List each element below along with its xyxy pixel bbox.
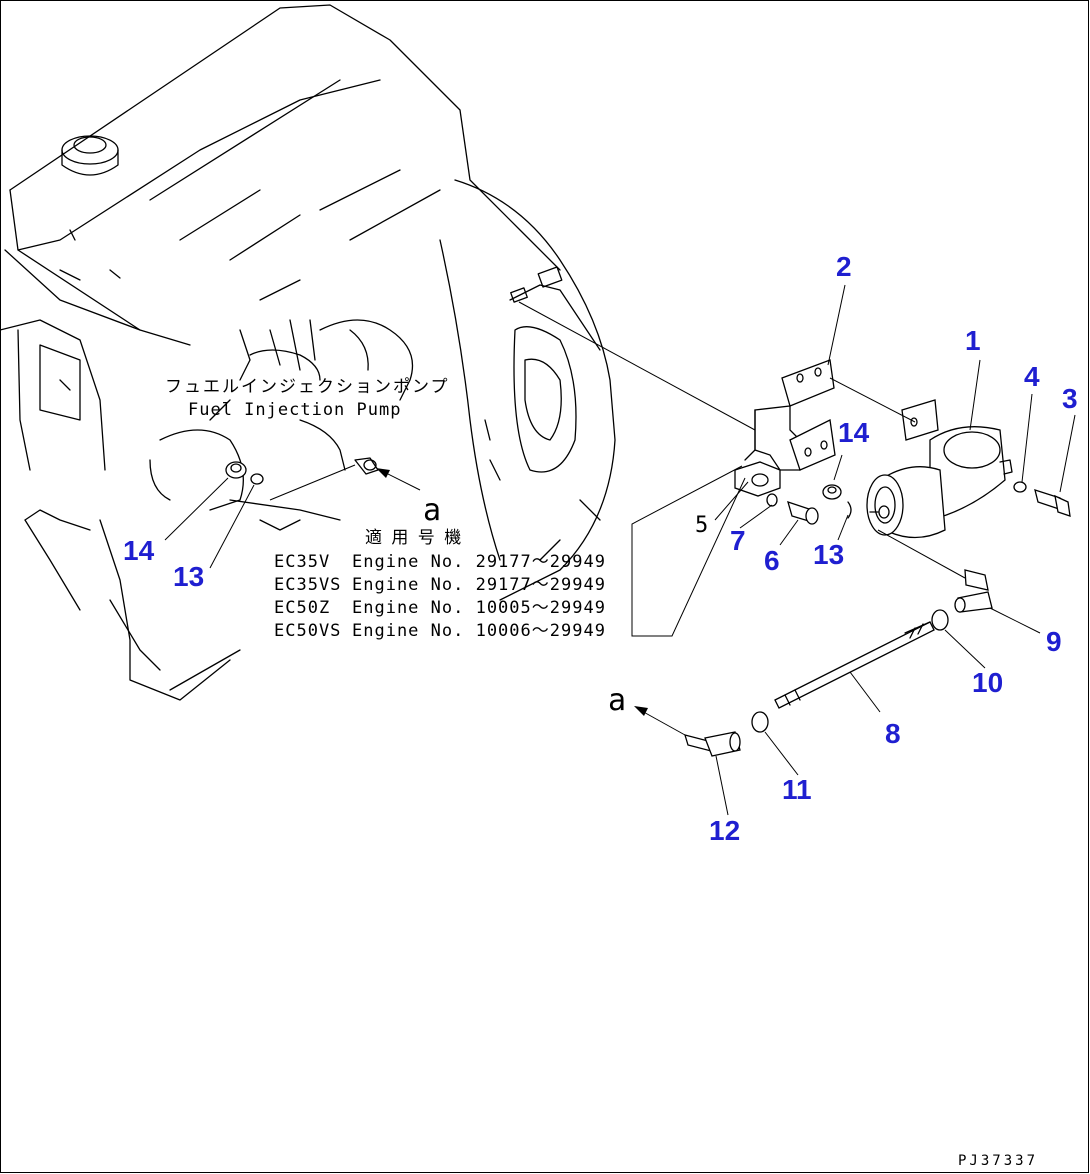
callout-5: 5 bbox=[695, 513, 708, 538]
applicability-engine: Engine No. 10006～29949 bbox=[352, 621, 606, 641]
callout-13: 13 bbox=[813, 539, 844, 570]
linkage bbox=[684, 569, 993, 757]
applicability-model: EC35VS bbox=[274, 575, 341, 595]
applicability-model: EC35V bbox=[274, 552, 330, 572]
applicability-heading: 適 用 号 機 bbox=[365, 528, 463, 548]
callout-numbers: 1 2 3 4 5 6 7 8 9 10 11 12 13 13 14 14 bbox=[123, 251, 1078, 846]
callout-4: 4 bbox=[1024, 361, 1040, 392]
applicability-model: EC50VS bbox=[274, 621, 341, 641]
applicability-engine: Engine No. 29177～29949 bbox=[352, 575, 606, 595]
callout-10: 10 bbox=[972, 667, 1003, 698]
callout-11: 11 bbox=[782, 774, 812, 805]
callout-7: 7 bbox=[730, 525, 746, 556]
applicability-model: EC50Z bbox=[274, 598, 330, 618]
drawing-code: PJ37337 bbox=[958, 1153, 1038, 1169]
leader-lines bbox=[164, 284, 1076, 816]
callout-14: 14 bbox=[838, 417, 870, 448]
callout-6: 6 bbox=[764, 545, 780, 576]
callout-14: 14 bbox=[123, 535, 155, 566]
callout-12: 12 bbox=[709, 815, 740, 846]
applicability-table: EC35V Engine No. 29177～29949 EC35VS Engi… bbox=[274, 552, 606, 641]
callout-13: 13 bbox=[173, 561, 204, 592]
bracket bbox=[734, 359, 836, 497]
applicability-engine: Engine No. 10005～29949 bbox=[352, 598, 606, 618]
view-ref-a-upper: a bbox=[423, 493, 441, 528]
pump-label-en: Fuel Injection Pump bbox=[188, 400, 401, 420]
engine-block bbox=[0, 4, 561, 701]
callout-8: 8 bbox=[885, 718, 901, 749]
applicability-engine: Engine No. 29177～29949 bbox=[352, 552, 606, 572]
small-fasteners bbox=[766, 484, 852, 525]
callout-9: 9 bbox=[1046, 626, 1062, 657]
fuel-injection-pump bbox=[149, 319, 414, 531]
callout-1: 1 bbox=[965, 325, 981, 356]
solenoid bbox=[866, 399, 1071, 539]
flywheel-housing bbox=[439, 179, 616, 601]
pump-label-jp: フュエルインジェクションポンプ bbox=[165, 377, 450, 397]
callout-3: 3 bbox=[1062, 383, 1078, 414]
view-ref-a-lower: a bbox=[608, 683, 626, 718]
callout-2: 2 bbox=[836, 251, 852, 282]
